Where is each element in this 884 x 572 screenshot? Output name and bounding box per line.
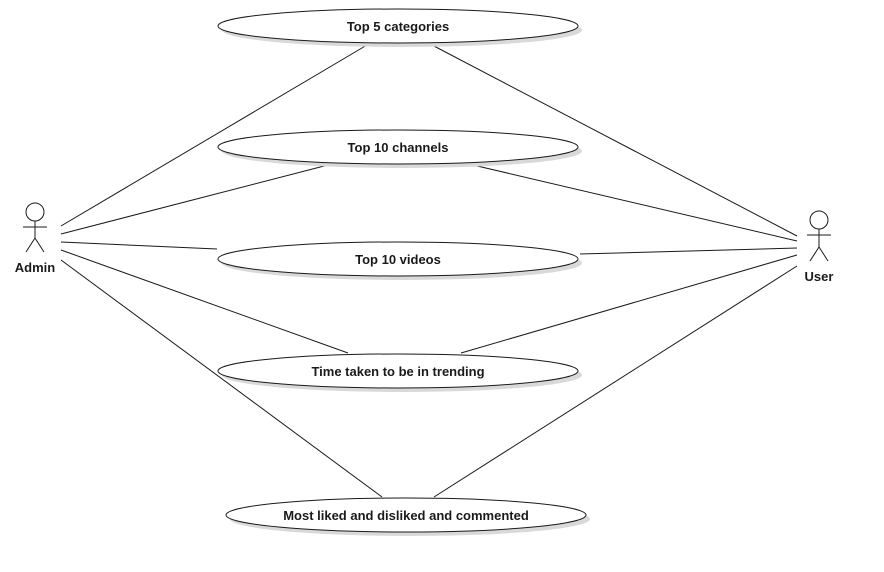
association-admin-most-liked [60, 259, 383, 498]
actor-user[interactable]: User [805, 210, 834, 284]
use-case-label: Top 5 categories [347, 19, 449, 34]
use-case-ellipse [225, 497, 587, 533]
association-admin-top-10-channels [60, 164, 329, 235]
use-case-label: Top 10 videos [355, 252, 441, 267]
use-case-time-taken-to-be-in-trending[interactable]: Time taken to be in trending [217, 353, 582, 392]
association-user-time-trending [460, 254, 798, 354]
associations [60, 44, 798, 498]
actor-label: Admin [15, 260, 56, 275]
association-user-most-liked [433, 265, 798, 498]
association-admin-top-10-videos [60, 241, 218, 250]
use-case-label: Top 10 channels [348, 140, 449, 155]
use-case-top-10-channels[interactable]: Top 10 channels [217, 129, 582, 168]
association-user-top-10-channels [472, 164, 798, 242]
association-admin-top-5-categories [60, 44, 368, 227]
use-case-ellipse [217, 353, 579, 389]
stick-figure-icon [807, 210, 831, 262]
association-user-top-10-videos [579, 247, 798, 255]
stick-figure-icon [23, 202, 47, 253]
association-admin-time-trending [60, 249, 349, 354]
use-case-label: Time taken to be in trending [311, 364, 484, 379]
use-case-most-liked-disliked-commented[interactable]: Most liked and disliked and commented [225, 497, 590, 536]
use-case-top-10-videos[interactable]: Top 10 videos [217, 241, 582, 280]
use-case-top-5-categories[interactable]: Top 5 categories [217, 8, 582, 47]
actor-label: User [805, 269, 834, 284]
actor-admin[interactable]: Admin [15, 202, 56, 275]
association-user-top-5-categories [431, 44, 798, 237]
use-case-ellipse [217, 8, 579, 44]
use-case-ellipse [217, 129, 579, 165]
use-case-label: Most liked and disliked and commented [283, 508, 529, 523]
use-case-ellipse [217, 241, 579, 277]
